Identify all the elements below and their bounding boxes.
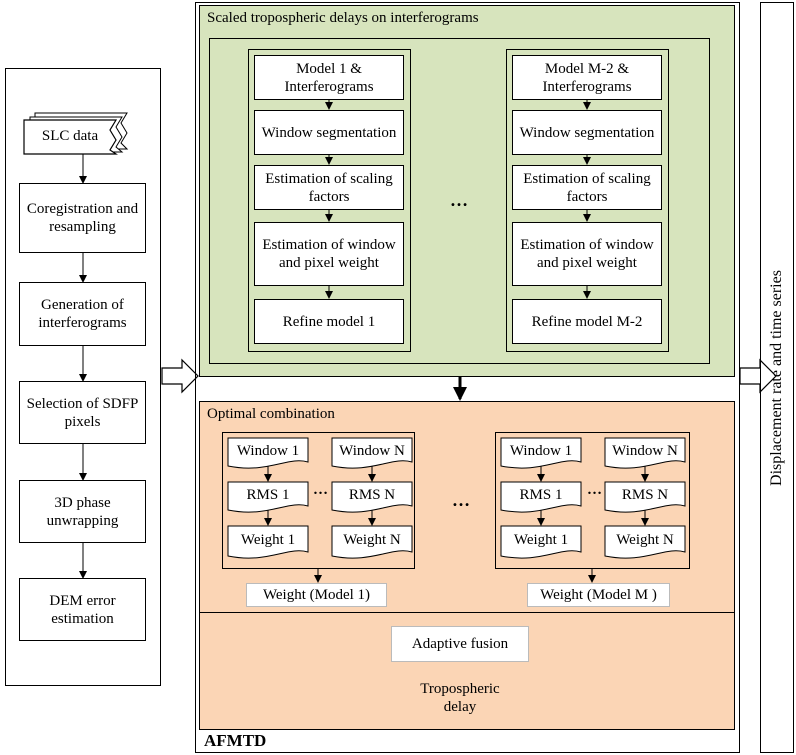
- weight-model-m-label: Weight (Model M ): [540, 587, 657, 603]
- optimal-title: Optimal combination: [207, 406, 335, 422]
- modelm2-column: [506, 49, 669, 352]
- model1-refine: Refine model 1: [254, 299, 404, 344]
- g2-weight-1: Weight 1: [513, 532, 569, 548]
- step-coregistration-label: Coregistration and resampling: [26, 201, 139, 235]
- model1-interferograms-label: Model 1 & Interferograms: [284, 60, 374, 95]
- modelm2-refine: Refine model M-2: [512, 299, 662, 344]
- model1-window-seg: Window segmentation: [254, 110, 404, 155]
- weight-model-1: Weight (Model 1): [246, 583, 387, 607]
- hollow-arrow-left: [161, 358, 199, 394]
- step-slc-data-label: SLC data: [41, 128, 99, 144]
- g1-rms-1: RMS 1: [246, 487, 290, 503]
- model1-refine-label: Refine model 1: [282, 313, 376, 330]
- model1-window-seg-label: Window segmentation: [261, 124, 397, 141]
- right-panel-label: Displacement rate and time series: [768, 270, 785, 486]
- modelm2-weight-label: Estimation of window and pixel weight: [520, 237, 654, 271]
- modelm2-window-seg-label: Window segmentation: [519, 124, 655, 141]
- modelm2-scaling: Estimation of scaling factors: [512, 165, 662, 210]
- model1-interferograms: Model 1 & Interferograms: [254, 55, 404, 100]
- group1-frame: [222, 432, 415, 569]
- g1-window-1: Window 1: [236, 443, 300, 459]
- step-generation-label: Generation of interferograms: [38, 297, 127, 331]
- scaled-inner-frame: [209, 38, 710, 364]
- model1-weight-label: Estimation of window and pixel weight: [262, 237, 396, 271]
- optimal-ellipsis: …: [452, 490, 470, 510]
- g2-window-n: Window N: [612, 443, 678, 459]
- model1-column: [248, 49, 411, 352]
- scaled-title: Scaled tropospheric delays on interferog…: [207, 10, 479, 26]
- g2-rms-1: RMS 1: [519, 487, 563, 503]
- g1-weight-1: Weight 1: [240, 532, 296, 548]
- weight-model-1-label: Weight (Model 1): [262, 587, 371, 603]
- step-selection: Selection of SDFP pixels: [19, 381, 146, 444]
- modelm2-interferograms-label: Model M-2 & Interferograms: [542, 60, 632, 95]
- step-coregistration: Coregistration and resampling: [19, 183, 146, 253]
- g2-rms-n: RMS N: [621, 487, 669, 503]
- modelm2-interferograms: Model M-2 & Interferograms: [512, 55, 662, 100]
- modelm2-weight: Estimation of window and pixel weight: [512, 222, 662, 286]
- g2-window-1: Window 1: [509, 443, 573, 459]
- step-phase-unwrapping: 3D phase unwrapping: [19, 480, 146, 543]
- right-panel: [760, 2, 794, 753]
- g1-window-n: Window N: [339, 443, 405, 459]
- g1-rms-n: RMS N: [348, 487, 396, 503]
- adaptive-fusion-label: Adaptive fusion: [411, 636, 509, 652]
- scaled-ellipsis: …: [450, 190, 468, 210]
- g2-inner-ellipsis: …: [587, 482, 602, 498]
- g1-inner-ellipsis: …: [313, 482, 328, 498]
- modelm2-scaling-label: Estimation of scaling factors: [523, 170, 651, 205]
- step-dem-error-label: DEM error estimation: [49, 592, 116, 627]
- g2-weight-n: Weight N: [616, 532, 674, 548]
- tropospheric-delay: Tropospheric delay: [420, 681, 500, 715]
- weight-model-m: Weight (Model M ): [527, 583, 670, 607]
- afmtd-frame: [195, 2, 740, 753]
- adaptive-fusion: Adaptive fusion: [391, 626, 529, 662]
- left-panel: [5, 68, 161, 686]
- model1-weight: Estimation of window and pixel weight: [254, 222, 404, 286]
- modelm2-window-seg: Window segmentation: [512, 110, 662, 155]
- step-phase-unwrapping-label: 3D phase unwrapping: [46, 494, 119, 529]
- modelm2-refine-label: Refine model M-2: [531, 313, 643, 330]
- step-slc-data: SLC data: [23, 112, 129, 155]
- group2-frame: [495, 432, 690, 569]
- afmtd-label: AFMTD: [204, 731, 267, 750]
- model1-scaling-label: Estimation of scaling factors: [265, 170, 393, 205]
- step-selection-label: Selection of SDFP pixels: [26, 395, 139, 430]
- step-generation: Generation of interferograms: [19, 282, 146, 346]
- model1-scaling: Estimation of scaling factors: [254, 165, 404, 210]
- g1-weight-n: Weight N: [343, 532, 401, 548]
- step-dem-error: DEM error estimation: [19, 578, 146, 641]
